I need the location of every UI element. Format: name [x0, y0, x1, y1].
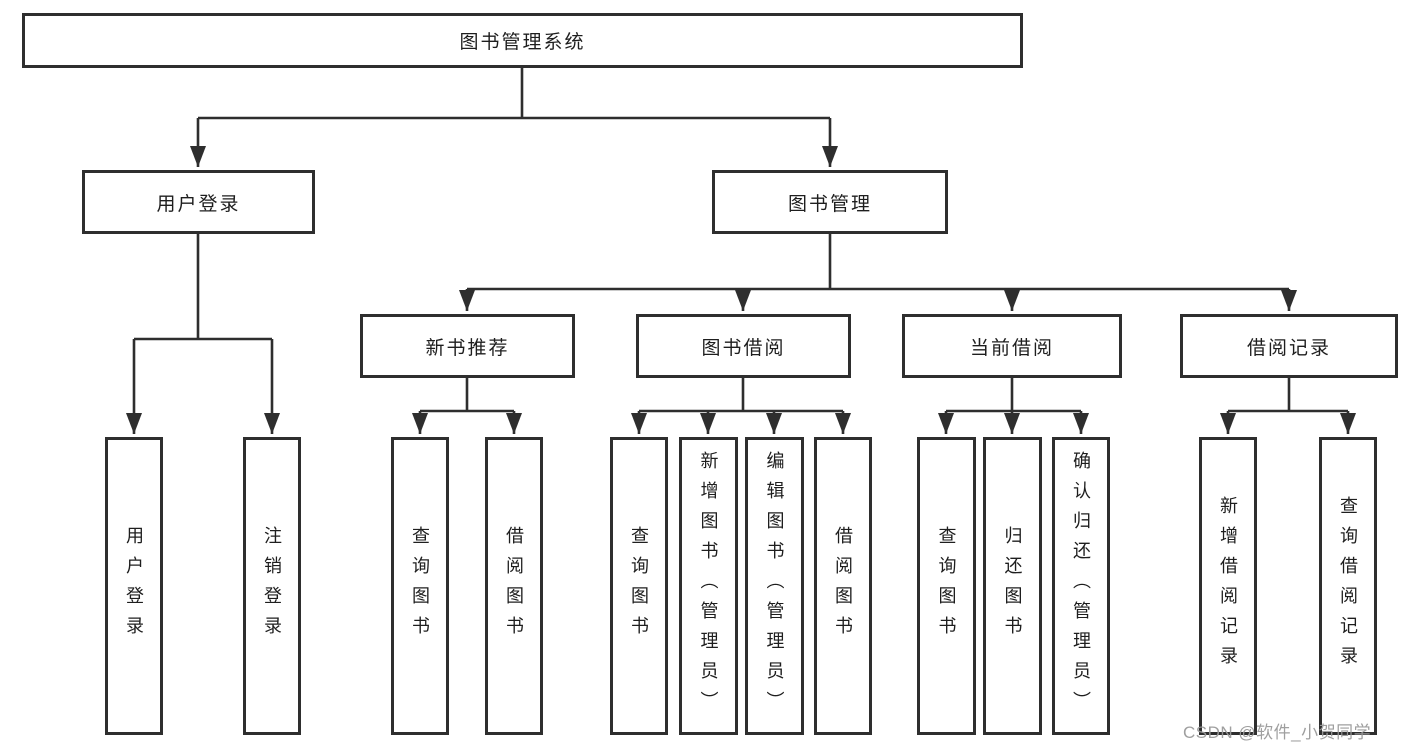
node-new-book-recommendation: 新书推荐: [360, 314, 575, 378]
leaf-add-borrow-record: 新增借阅记录: [1199, 437, 1257, 735]
node-current-borrowing: 当前借阅: [902, 314, 1122, 378]
node-borrowing-records: 借阅记录: [1180, 314, 1398, 378]
leaf-borrow-books: 借阅图书: [814, 437, 872, 735]
leaf-logout: 注销登录: [243, 437, 301, 735]
node-user-login: 用户登录: [82, 170, 315, 234]
node-root-system: 图书管理系统: [22, 13, 1023, 68]
leaf-query-books-recommend: 查询图书: [391, 437, 449, 735]
node-book-borrowing: 图书借阅: [636, 314, 851, 378]
node-book-management: 图书管理: [712, 170, 948, 234]
leaf-edit-books-admin: 编辑图书（管理员）: [745, 437, 804, 735]
leaf-confirm-return-admin: 确认归还（管理员）: [1052, 437, 1110, 735]
leaf-query-books-borrowing: 查询图书: [610, 437, 668, 735]
leaf-borrow-books-recommend: 借阅图书: [485, 437, 543, 735]
csdn-watermark: CSDN @软件_小贺同学: [1183, 723, 1372, 742]
leaf-query-books-current: 查询图书: [917, 437, 976, 735]
leaf-query-borrow-record: 查询借阅记录: [1319, 437, 1377, 735]
leaf-return-books: 归还图书: [983, 437, 1042, 735]
leaf-add-books-admin: 新增图书（管理员）: [679, 437, 738, 735]
leaf-user-login: 用户登录: [105, 437, 163, 735]
